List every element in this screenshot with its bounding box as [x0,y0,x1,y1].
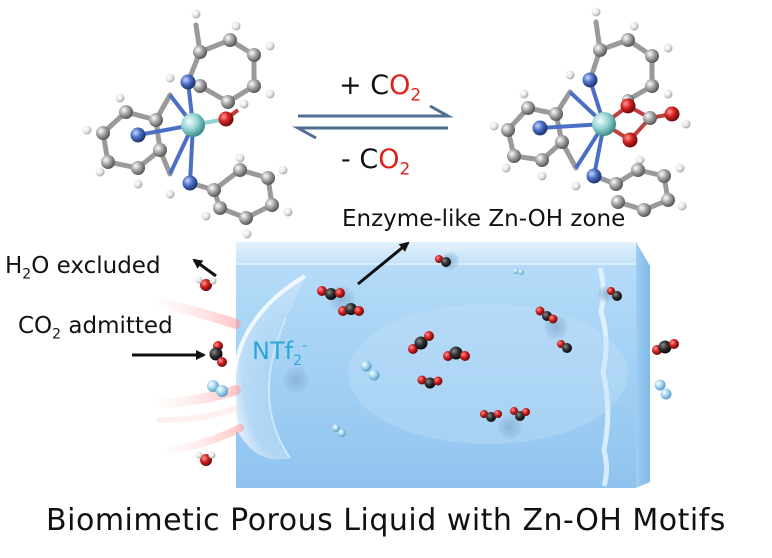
zn-bicarbonate-complex-molecule [489,7,691,217]
co2-sub: 2 [399,159,411,180]
h2o-excluded-arrow [192,258,217,278]
anion-label: NTf2- [252,337,307,369]
h2o-h: H [5,253,23,279]
co2-c: C [359,144,379,175]
zone-label: Enzyme-like Zn-OH zone [342,206,626,232]
porous-liquid-box [236,242,650,488]
figure-caption: Biomimetic Porous Liquid with Zn-OH Moti… [46,503,726,538]
gas-flow-streaks [145,295,244,456]
anion-main: NTf [252,337,294,365]
co2-admitted-sub: 2 [52,326,62,343]
anion-sub: 2 [293,352,302,369]
h2o-sub: 2 [22,266,32,283]
co2-sub: 2 [410,85,422,106]
forward-arrow [298,104,454,118]
n2-molecules [207,268,672,437]
zone-pointer-arrow [357,241,410,286]
anion-sup: - [301,338,308,354]
water-molecules [195,276,217,466]
co2-prefix: CO [18,313,53,339]
co2-o: O [378,144,400,175]
forward-sign: + [339,70,362,101]
reverse-sign: - [341,144,351,175]
pointer-arrows [132,241,410,360]
reverse-reaction-label: - CO2 [341,144,410,179]
reverse-arrow [292,126,448,140]
co2-o: O [389,70,411,101]
co2-c: C [370,70,390,101]
co2-molecules [209,255,679,422]
h2o-rest: O excluded [31,253,161,279]
co2-admitted-label: CO2 admitted [18,313,173,343]
zn-oh-complex-molecule [82,9,293,239]
equilibrium-arrows [292,104,454,140]
forward-reaction-label: + CO2 [339,70,421,105]
h2o-excluded-label: H2O excluded [5,253,161,283]
co2-rest: admitted [61,313,173,339]
